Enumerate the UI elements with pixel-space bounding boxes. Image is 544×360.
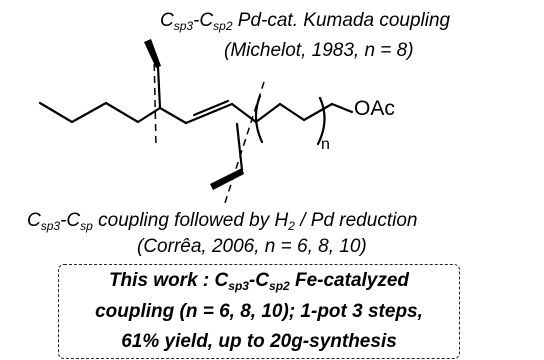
h2-reduction-annotation: Csp3-Csp coupling followed by H2 / Pd re…: [27, 210, 418, 233]
lower-fragment-bond: [235, 122, 244, 172]
correa-citation: (Corrêa, 2006, n = 6, 8, 10): [137, 236, 367, 257]
acetate-label: OAc: [354, 97, 395, 120]
alkyl-chain: [38, 101, 188, 125]
lower-wedge-bond: [210, 168, 244, 190]
this-work-line-2: coupling (n = 6, 8, 10); 1-pot 3 steps,: [95, 301, 423, 322]
this-work-line-1: This work : Csp3-Csp2 Fe-catalyzed: [108, 270, 410, 293]
upper-fragment-bond: [156, 65, 162, 110]
repeat-unit: [254, 94, 354, 146]
michelot-citation: (Michelot, 1983, n = 8): [224, 40, 414, 61]
upper-wedge-bond: [144, 39, 161, 68]
disconnection-line-upper: [153, 51, 157, 147]
this-work-line-3: 61% yield, up to 20g-synthesis: [121, 331, 397, 352]
repeat-count-label: n: [321, 136, 330, 153]
cis-alkene: [184, 99, 258, 125]
this-work-box: This work : Csp3-Csp2 Fe-catalyzed coupl…: [58, 264, 460, 359]
disconnection-line-lower: [223, 81, 265, 207]
kumada-coupling-annotation: Csp3-Csp2 Pd-cat. Kumada coupling: [160, 10, 451, 33]
